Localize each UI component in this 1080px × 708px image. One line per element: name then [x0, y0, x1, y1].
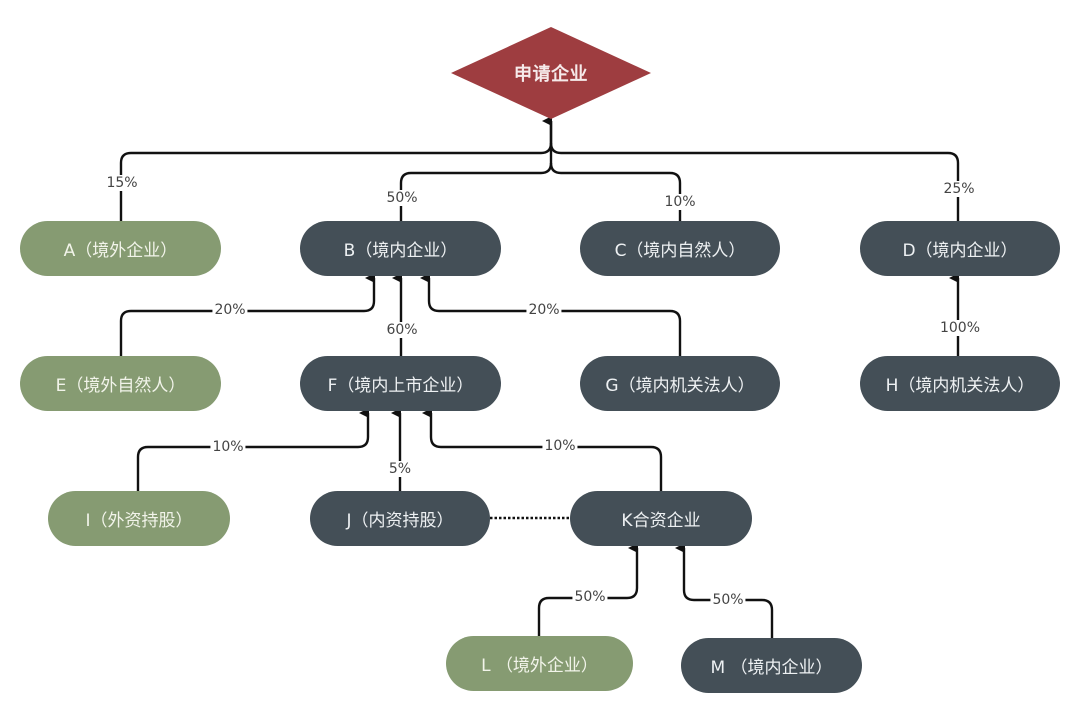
node-label: K合资企业: [621, 511, 701, 531]
node-m[interactable]: M （境内企业）: [681, 638, 862, 693]
node-label: J（内资持股）: [346, 511, 454, 531]
node-label: B（境内企业）: [343, 241, 458, 261]
node-label: F（境内上市企业）: [327, 376, 474, 396]
node-label: C（境内自然人）: [614, 241, 746, 261]
node-f[interactable]: F（境内上市企业）: [300, 356, 501, 411]
node-c[interactable]: C（境内自然人）: [580, 221, 780, 276]
root-label: 申请企业: [514, 64, 588, 85]
share-label: 50%: [384, 190, 420, 206]
share-label: 100%: [937, 320, 983, 336]
node-label: D（境内企业）: [902, 241, 1018, 261]
node-label: A（境外企业）: [63, 241, 178, 261]
share-label: 60%: [384, 322, 420, 338]
share-label: 50%: [572, 589, 608, 605]
share-label: 20%: [526, 302, 562, 318]
node-h[interactable]: H（境内机关法人）: [860, 356, 1060, 411]
node-label: L （境外企业）: [481, 656, 598, 676]
share-label: 15%: [104, 175, 140, 191]
share-label: 25%: [941, 181, 977, 197]
diamond-shape: [451, 27, 651, 119]
edge-i-f: [136, 408, 370, 491]
node-label: G（境内机关法人）: [605, 376, 755, 396]
node-a[interactable]: A（境外企业）: [20, 221, 221, 276]
edge-c-root: [549, 162, 682, 221]
share-label: 50%: [710, 592, 746, 608]
node-label: M （境内企业）: [710, 658, 833, 678]
edge-d-root: [549, 142, 960, 221]
root-node-applicant[interactable]: 申请企业: [451, 27, 651, 119]
share-label: 10%: [542, 438, 578, 454]
share-label: 5%: [386, 461, 414, 477]
node-j[interactable]: J（内资持股）: [310, 491, 490, 546]
node-k[interactable]: K合资企业: [570, 491, 752, 546]
node-label: E（境外自然人）: [55, 376, 186, 396]
node-label: I（外资持股）: [85, 511, 193, 531]
node-l[interactable]: L （境外企业）: [446, 636, 633, 691]
node-d[interactable]: D（境内企业）: [860, 221, 1060, 276]
share-label: 20%: [212, 302, 248, 318]
node-g[interactable]: G（境内机关法人）: [580, 356, 780, 411]
share-label: 10%: [210, 439, 246, 455]
edge-a-root: [119, 116, 553, 221]
node-b[interactable]: B（境内企业）: [300, 221, 501, 276]
node-label: H（境内机关法人）: [885, 376, 1035, 396]
node-e[interactable]: E（境外自然人）: [20, 356, 221, 411]
share-label: 10%: [662, 194, 698, 210]
node-i[interactable]: I（外资持股）: [48, 491, 230, 546]
edge-b-root: [399, 121, 553, 221]
